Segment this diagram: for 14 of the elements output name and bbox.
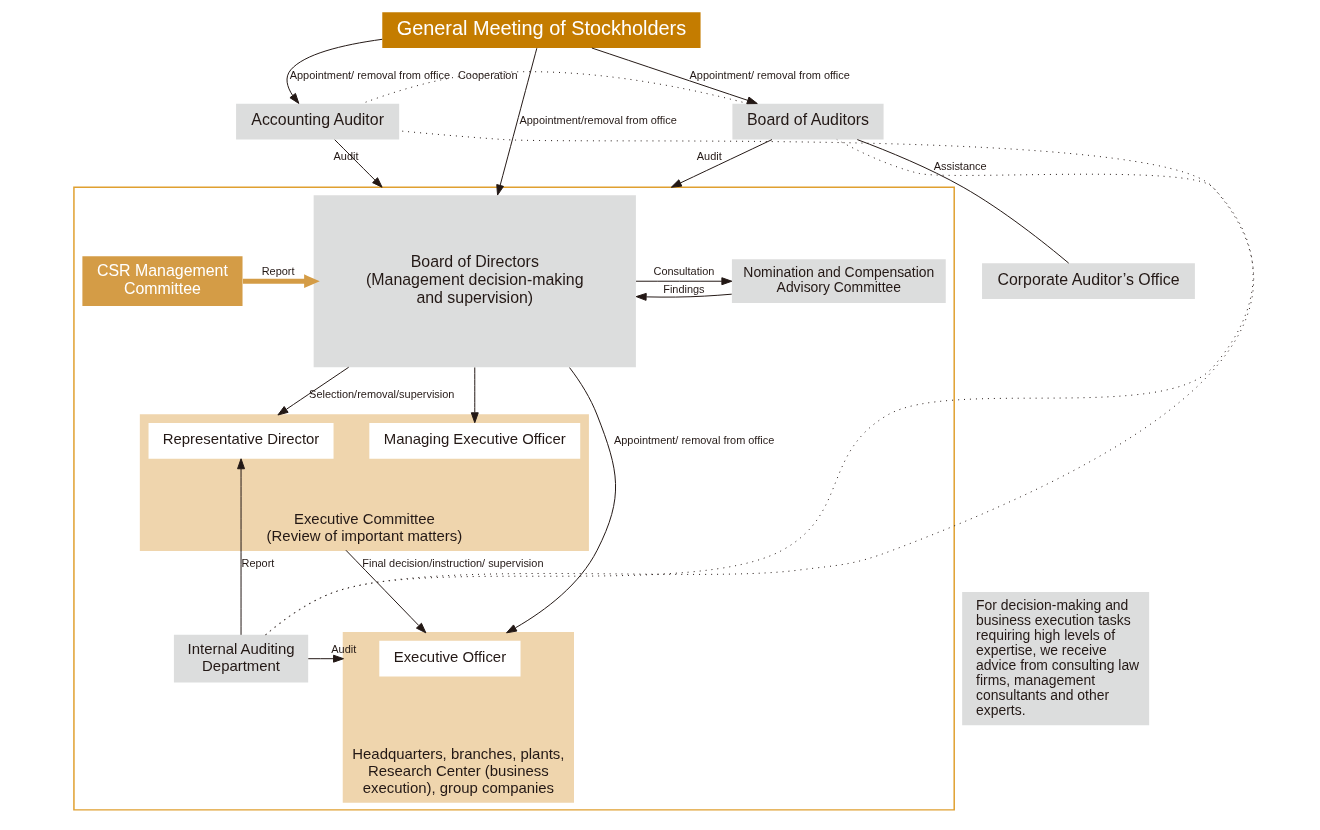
edge-label: Audit — [696, 150, 722, 163]
edge-label: Appointment/ removal from office — [613, 433, 775, 446]
edge-label: Report — [261, 265, 295, 278]
edge-label: Audit — [331, 642, 357, 655]
edge-label: Findings — [663, 282, 705, 295]
edge-label: Consultation — [653, 265, 715, 278]
edge-label: Final decision/instruction/ supervision — [362, 556, 544, 569]
edge-label: Appointment/ removal from office — [689, 68, 850, 81]
edge-label: Cooperation — [457, 68, 518, 81]
edge-label: Selection/removal/supervision — [309, 387, 455, 400]
edge-label: Appointment/ removal from office — [289, 68, 450, 81]
edge-label: Appointment/removal from office — [519, 114, 677, 127]
edge-label: Report — [241, 556, 275, 569]
edge-label: Assistance — [933, 160, 987, 173]
